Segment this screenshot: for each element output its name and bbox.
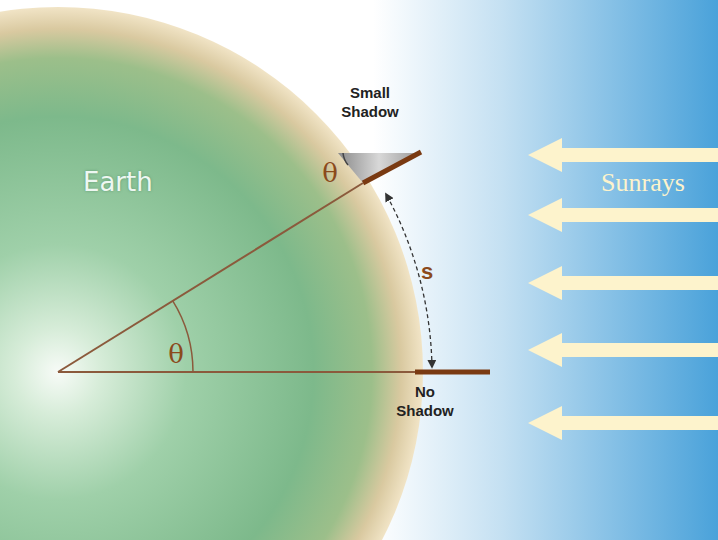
shadow-label: Small Shadow [330,84,410,122]
radius-line [58,371,415,373]
angle-symbol: θ [164,338,188,371]
sunray-arrow [528,266,718,300]
sunray-arrow [528,138,718,172]
sunrays-label: Sunrays [588,167,698,200]
sunray-arrow [528,333,718,367]
angle-symbol: θ [318,157,342,190]
stick [415,370,490,375]
sunray-arrows [528,138,718,440]
earth-label: Earth [83,167,153,197]
stick [363,152,421,183]
shadow-label: No Shadow [385,383,465,421]
arc-length-symbol: s [417,258,437,286]
sunray-arrow [528,198,718,232]
sunray-arrow [528,406,718,440]
